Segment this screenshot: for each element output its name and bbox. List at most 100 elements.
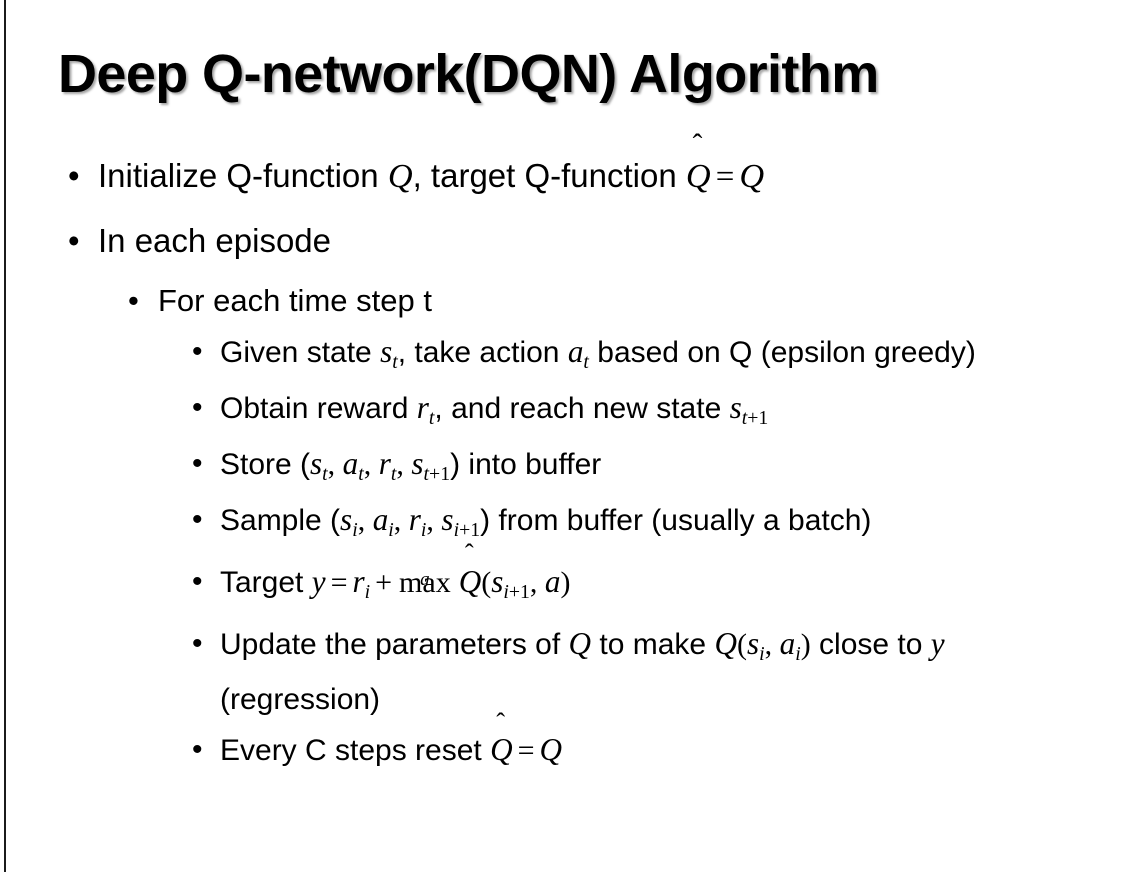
math-subscript: t+1 [742,407,769,429]
math-separator: , [357,503,373,537]
bullet-dot-icon: • [192,335,203,368]
bullet-dot-icon: • [192,502,203,536]
bullet-dot-icon: • [68,157,80,194]
math-subscript: i [420,518,427,541]
text-fragment: ) from buffer (usually a batch) [480,503,872,537]
bullet-sample-from-buffer: • Sample (si, ai, ri, si+1) from buffer … [0,497,1124,553]
math-separator: , [529,565,545,599]
math-var-s: s [310,445,323,481]
text-fragment: Obtain reward [220,391,417,425]
math-subscript: i [388,518,394,541]
math-var-r: r [352,563,365,599]
subscript-var: i [453,518,460,541]
bullet-for-each-time-step: • For each time step t [0,273,1124,329]
math-paren-open: ( [481,565,492,599]
subscript-offset: +1 [459,518,481,541]
math-var-r: r [408,501,421,537]
math-var-qhat-letter: Q [490,731,513,767]
math-var-qhat-letter: Q [458,563,482,599]
math-var-a: a [567,334,584,369]
math-var-y: y [311,563,326,599]
bullet-dot-icon: • [192,390,203,424]
math-equals: = [330,565,348,599]
text-fragment: Given state [220,336,381,369]
text-fragment: (regression) [220,682,381,716]
math-paren-close: ) [560,565,571,599]
text-fragment: Update the parameters of [220,627,569,661]
text-fragment: close to [810,627,931,661]
math-subscript: i [795,642,801,665]
math-var-s-next: s [411,445,424,481]
math-subscript: t [358,462,364,485]
text-fragment: Sample ( [220,503,341,537]
subscript-offset: +1 [747,406,769,429]
bullet-dot-icon: • [192,564,203,598]
math-separator: , [764,627,780,661]
math-subscript: i [759,642,765,665]
math-paren-close: ) [800,627,811,661]
math-var-r: r [378,445,391,481]
bullet-text: Update the parameters of Q to make Q(si,… [220,621,1094,723]
math-plus: + [375,565,393,599]
math-subscript: t [428,406,435,429]
math-subscript: t+1 [424,463,451,485]
text-fragment: Target [220,565,312,599]
bullet-text: For each time step t [158,283,432,318]
text-fragment: to make [591,627,715,661]
math-subscript: t [583,350,589,373]
math-var-q: Q [387,157,413,195]
math-var-s: s [729,389,742,425]
hat-accent-icon: ˆ [464,537,474,568]
subscript-var: t [423,462,430,485]
math-var-q-2: Q [739,157,765,195]
math-equals: = [715,159,735,195]
bullet-in-each-episode: • In each episode [0,211,1124,271]
math-separator: , [393,503,409,537]
math-var-s-next: s [491,563,504,599]
math-subscript: t [392,350,398,373]
math-subscript: i+1 [503,581,530,603]
math-var-s: s [340,501,353,537]
hat-accent-icon: ˆ [692,129,703,162]
math-separator: , [363,447,379,481]
bullet-update-parameters: • Update the parameters of Q to make Q(s… [0,621,1124,723]
math-var-q: Q [539,731,563,767]
hat-accent-icon: ˆ [496,707,506,738]
bullet-text: Sample (si, ai, ri, si+1) from buffer (u… [220,497,1094,553]
math-var-a: a [779,625,796,661]
math-var-s: s [380,334,393,369]
subscript-var: i [503,580,509,603]
math-separator: , [396,447,412,481]
text-fragment: , take action [397,336,568,369]
math-separator: , [327,447,343,481]
page-title: Deep Q-network(DQN) Algorithm [58,44,879,104]
bullet-obtain-reward: • Obtain reward rt, and reach new state … [0,385,1124,441]
math-var-s-next: s [441,501,454,537]
math-subscript: i [352,518,358,541]
text-fragment: , and reach new state [434,391,730,425]
math-var-y: y [930,625,945,661]
math-var-q: Q [568,625,592,661]
bullet-dot-icon: • [192,446,203,480]
subscript-offset: +1 [508,580,530,603]
math-var-qhat-letter: Q [685,157,711,195]
subscript-offset: +1 [429,462,451,485]
text-fragment: , target Q-function [412,157,686,194]
text-fragment: Initialize Q-function [98,157,388,194]
math-separator: , [426,503,442,537]
bullet-dot-icon: • [192,626,203,660]
math-subscript: i [364,580,371,603]
text-fragment: based on Q (epsilon greedy) [588,336,976,369]
math-var-a: a [342,445,359,481]
text-fragment: Store ( [220,447,311,481]
max-limit-variable: a [420,569,430,591]
bullet-text: In each episode [98,222,332,259]
math-var-a: a [544,563,561,599]
